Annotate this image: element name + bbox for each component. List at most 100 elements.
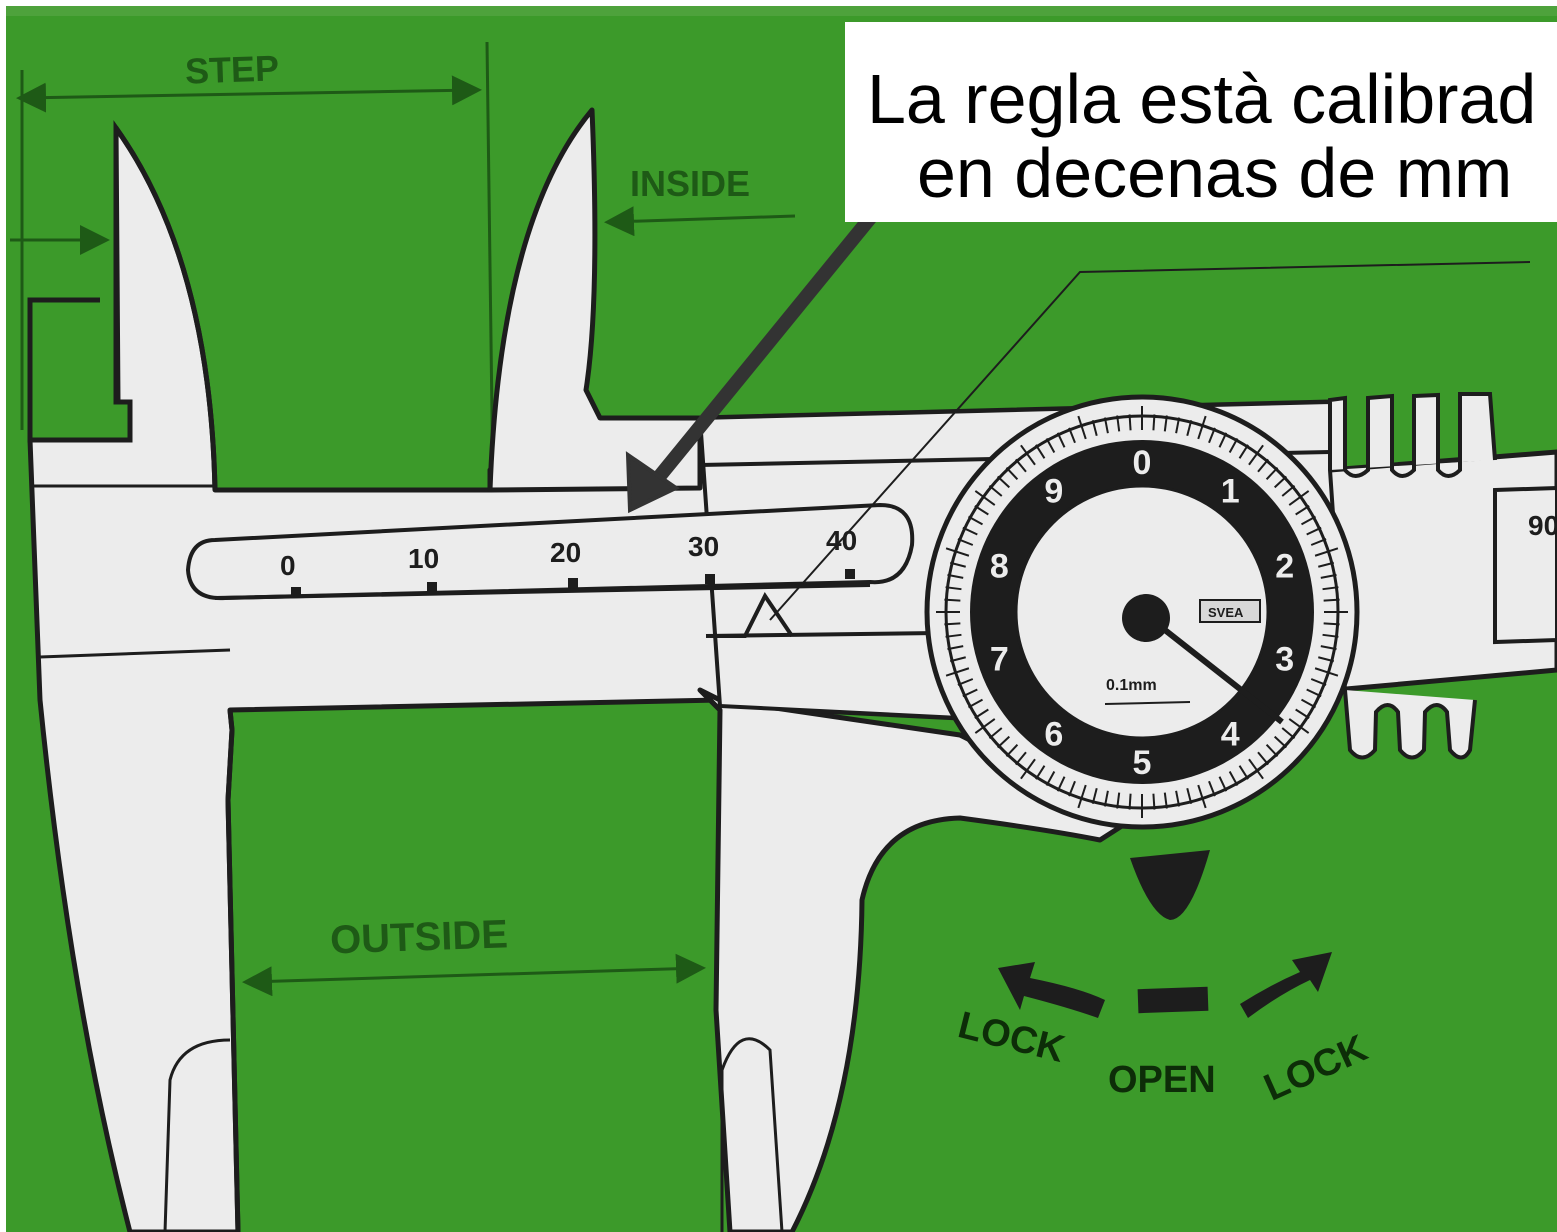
dial-graduation — [968, 515, 983, 526]
callout-line-1: La regla està calibrad — [867, 60, 1537, 138]
dial-graduation — [944, 598, 961, 602]
dial-graduation — [1314, 547, 1339, 557]
dial-graduation — [988, 485, 1003, 497]
scale-tick-mark — [291, 587, 301, 597]
scale-ticks — [291, 569, 855, 597]
dial-number-6: 6 — [1044, 715, 1063, 753]
dial-graduation — [1068, 427, 1076, 444]
step-dimension — [10, 41, 495, 491]
scale-label-20: 20 — [550, 537, 581, 568]
dial-graduation — [1175, 790, 1181, 807]
step-label: STEP — [184, 47, 279, 91]
scale-label-30: 30 — [688, 531, 719, 562]
dial-graduation — [1322, 586, 1339, 591]
dial-graduation — [962, 688, 978, 698]
scale-window — [185, 502, 915, 601]
dial-brand-badge — [1199, 599, 1261, 623]
dial-graduation — [1116, 415, 1121, 432]
thumb-grip — [1328, 392, 1497, 760]
dial-graduation — [1152, 793, 1156, 810]
dial-graduation — [1103, 417, 1109, 434]
dial-graduation — [1163, 415, 1168, 432]
dial-graduation — [1257, 458, 1269, 473]
dial-number-2: 2 — [1275, 548, 1294, 586]
dial-graduation — [1128, 793, 1132, 810]
dial-graduation — [1281, 485, 1296, 497]
scale-tick-mark — [427, 582, 437, 592]
fixed-lower-jaw — [30, 484, 784, 1232]
dial-graduation — [945, 547, 970, 557]
dial-graduation — [996, 735, 1011, 749]
dial-graduation — [1116, 792, 1121, 809]
dial-number-3: 3 — [1275, 640, 1294, 678]
dial-graduation — [974, 718, 996, 734]
dial-graduation — [1152, 414, 1156, 431]
dial-graduation — [1295, 708, 1310, 719]
dial-graduation — [1045, 771, 1056, 786]
dial-graduation — [1301, 698, 1316, 709]
dial-graduation — [1306, 688, 1322, 698]
outside-dimension — [242, 953, 706, 997]
dial-graduation — [974, 490, 996, 506]
dial-graduation — [1273, 475, 1288, 489]
dial-graduation — [1288, 490, 1310, 506]
dial-graduation — [1323, 622, 1340, 626]
dial-graduation — [1005, 466, 1019, 481]
slider-upper-jaw — [487, 107, 703, 493]
dial-graduation — [957, 538, 974, 546]
dial-graduation — [1186, 419, 1193, 436]
dial-graduation — [949, 561, 966, 568]
dial-graduation — [962, 526, 978, 536]
dial-graduation — [945, 633, 962, 638]
dial-graduation — [1103, 790, 1109, 807]
dial-number-8: 8 — [990, 548, 1009, 586]
lock-pointer — [1130, 850, 1210, 920]
dial-graduation — [1248, 444, 1264, 466]
lock-direction-arrows — [998, 952, 1332, 1018]
dial-graduation — [947, 645, 964, 651]
dial-graduation — [945, 667, 970, 677]
dial-graduation — [1020, 758, 1036, 780]
dial-graduation — [945, 586, 962, 591]
dial-graduation — [1265, 466, 1279, 481]
dial-graduation — [1238, 444, 1249, 459]
dial-graduation — [1077, 415, 1087, 440]
dial-graduation — [1320, 645, 1337, 651]
dial-graduation — [1077, 784, 1087, 809]
dial-graduation — [1310, 678, 1327, 686]
dial-graduation — [1091, 788, 1098, 805]
dial-graduation — [1218, 432, 1228, 448]
scale-label-0: 0 — [280, 550, 296, 581]
dial-graduation — [1265, 743, 1279, 758]
callout-arrow — [625, 185, 899, 514]
scale-tick-mark — [845, 569, 855, 579]
open-label: OPEN — [1108, 1059, 1216, 1101]
dial-graduation — [1015, 751, 1027, 766]
dial-graduation — [1175, 417, 1181, 434]
dial-graduation — [1228, 438, 1239, 453]
scale-label-40: 40 — [826, 525, 857, 556]
dial-number-5: 5 — [1133, 744, 1152, 782]
dial-graduation — [1020, 444, 1036, 466]
dial-graduation — [1197, 415, 1207, 440]
dial-graduation — [1322, 633, 1339, 638]
scale-tick-mark — [705, 574, 715, 584]
dial-number-1: 1 — [1221, 473, 1240, 511]
dial-graduation — [1310, 538, 1327, 546]
dial-graduation — [1248, 758, 1264, 780]
dial-graduation — [974, 505, 989, 516]
dial-graduation — [974, 708, 989, 719]
dial-graduation — [1056, 776, 1066, 792]
dial-number-0: 0 — [1133, 444, 1152, 482]
dial-graduation — [1320, 573, 1337, 579]
dial-graduation — [1056, 432, 1066, 448]
dial-number-9: 9 — [1044, 473, 1063, 511]
dial-graduation — [944, 622, 961, 626]
dial-graduation — [1208, 427, 1216, 444]
dial-graduation — [1091, 419, 1098, 436]
dial-graduation — [1218, 776, 1228, 792]
dial-graduation — [1228, 771, 1239, 786]
dial-graduation — [1035, 765, 1046, 780]
